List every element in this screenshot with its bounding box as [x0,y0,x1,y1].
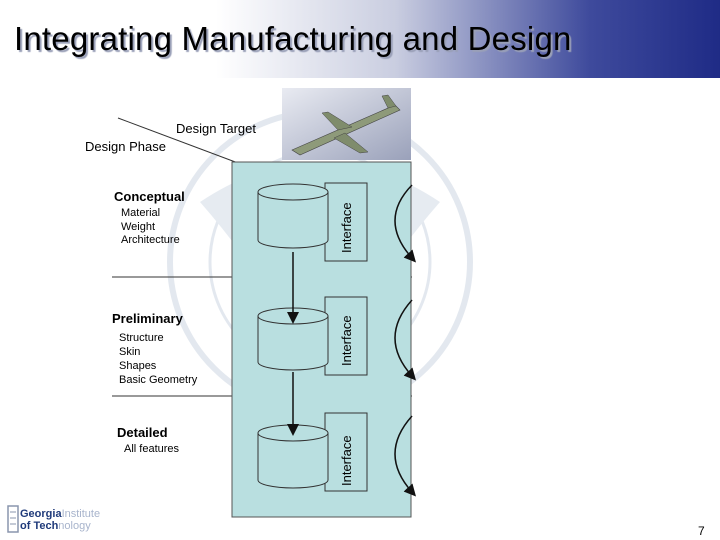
header-diagonal-line [117,117,239,164]
logo-emblem-icon [7,505,19,533]
page-number: 7 [698,524,705,538]
phase-title-detailed: Detailed [117,425,168,440]
interface-label-conceptual: Interface [339,202,354,253]
database-cylinder-detailed [257,424,329,489]
phase-item: Skin [119,346,140,358]
phase-title-conceptual: Conceptual [114,189,185,204]
phase-item: Material [121,207,160,219]
airplane-image [282,88,411,160]
georgia-tech-logo: GeorgiaInstitute of Technology [6,500,126,536]
phase-title-preliminary: Preliminary [112,311,184,326]
design-target-label: Design Target [176,121,256,136]
interface-label-detailed: Interface [339,435,354,486]
database-cylinder-conceptual [257,183,329,249]
phase-item: All features [124,443,180,455]
logo-line-2: of Technology [20,520,91,532]
logo-line-1: GeorgiaInstitute [20,508,101,520]
phase-item: Basic Geometry [119,374,198,386]
phase-item: Architecture [121,234,180,246]
title-bar [0,0,720,78]
feedback-arrow [394,415,416,497]
phase-item: Structure [119,332,164,344]
interface-label-preliminary: Interface [339,315,354,366]
feedback-arrow [394,184,416,263]
design-phase-label: Design Phase [85,139,166,154]
feedback-arrow [394,299,416,381]
phase-item: Weight [121,221,155,233]
slide-title: Integrating Manufacturing and Design [14,20,572,57]
phase-item: Shapes [119,360,157,372]
